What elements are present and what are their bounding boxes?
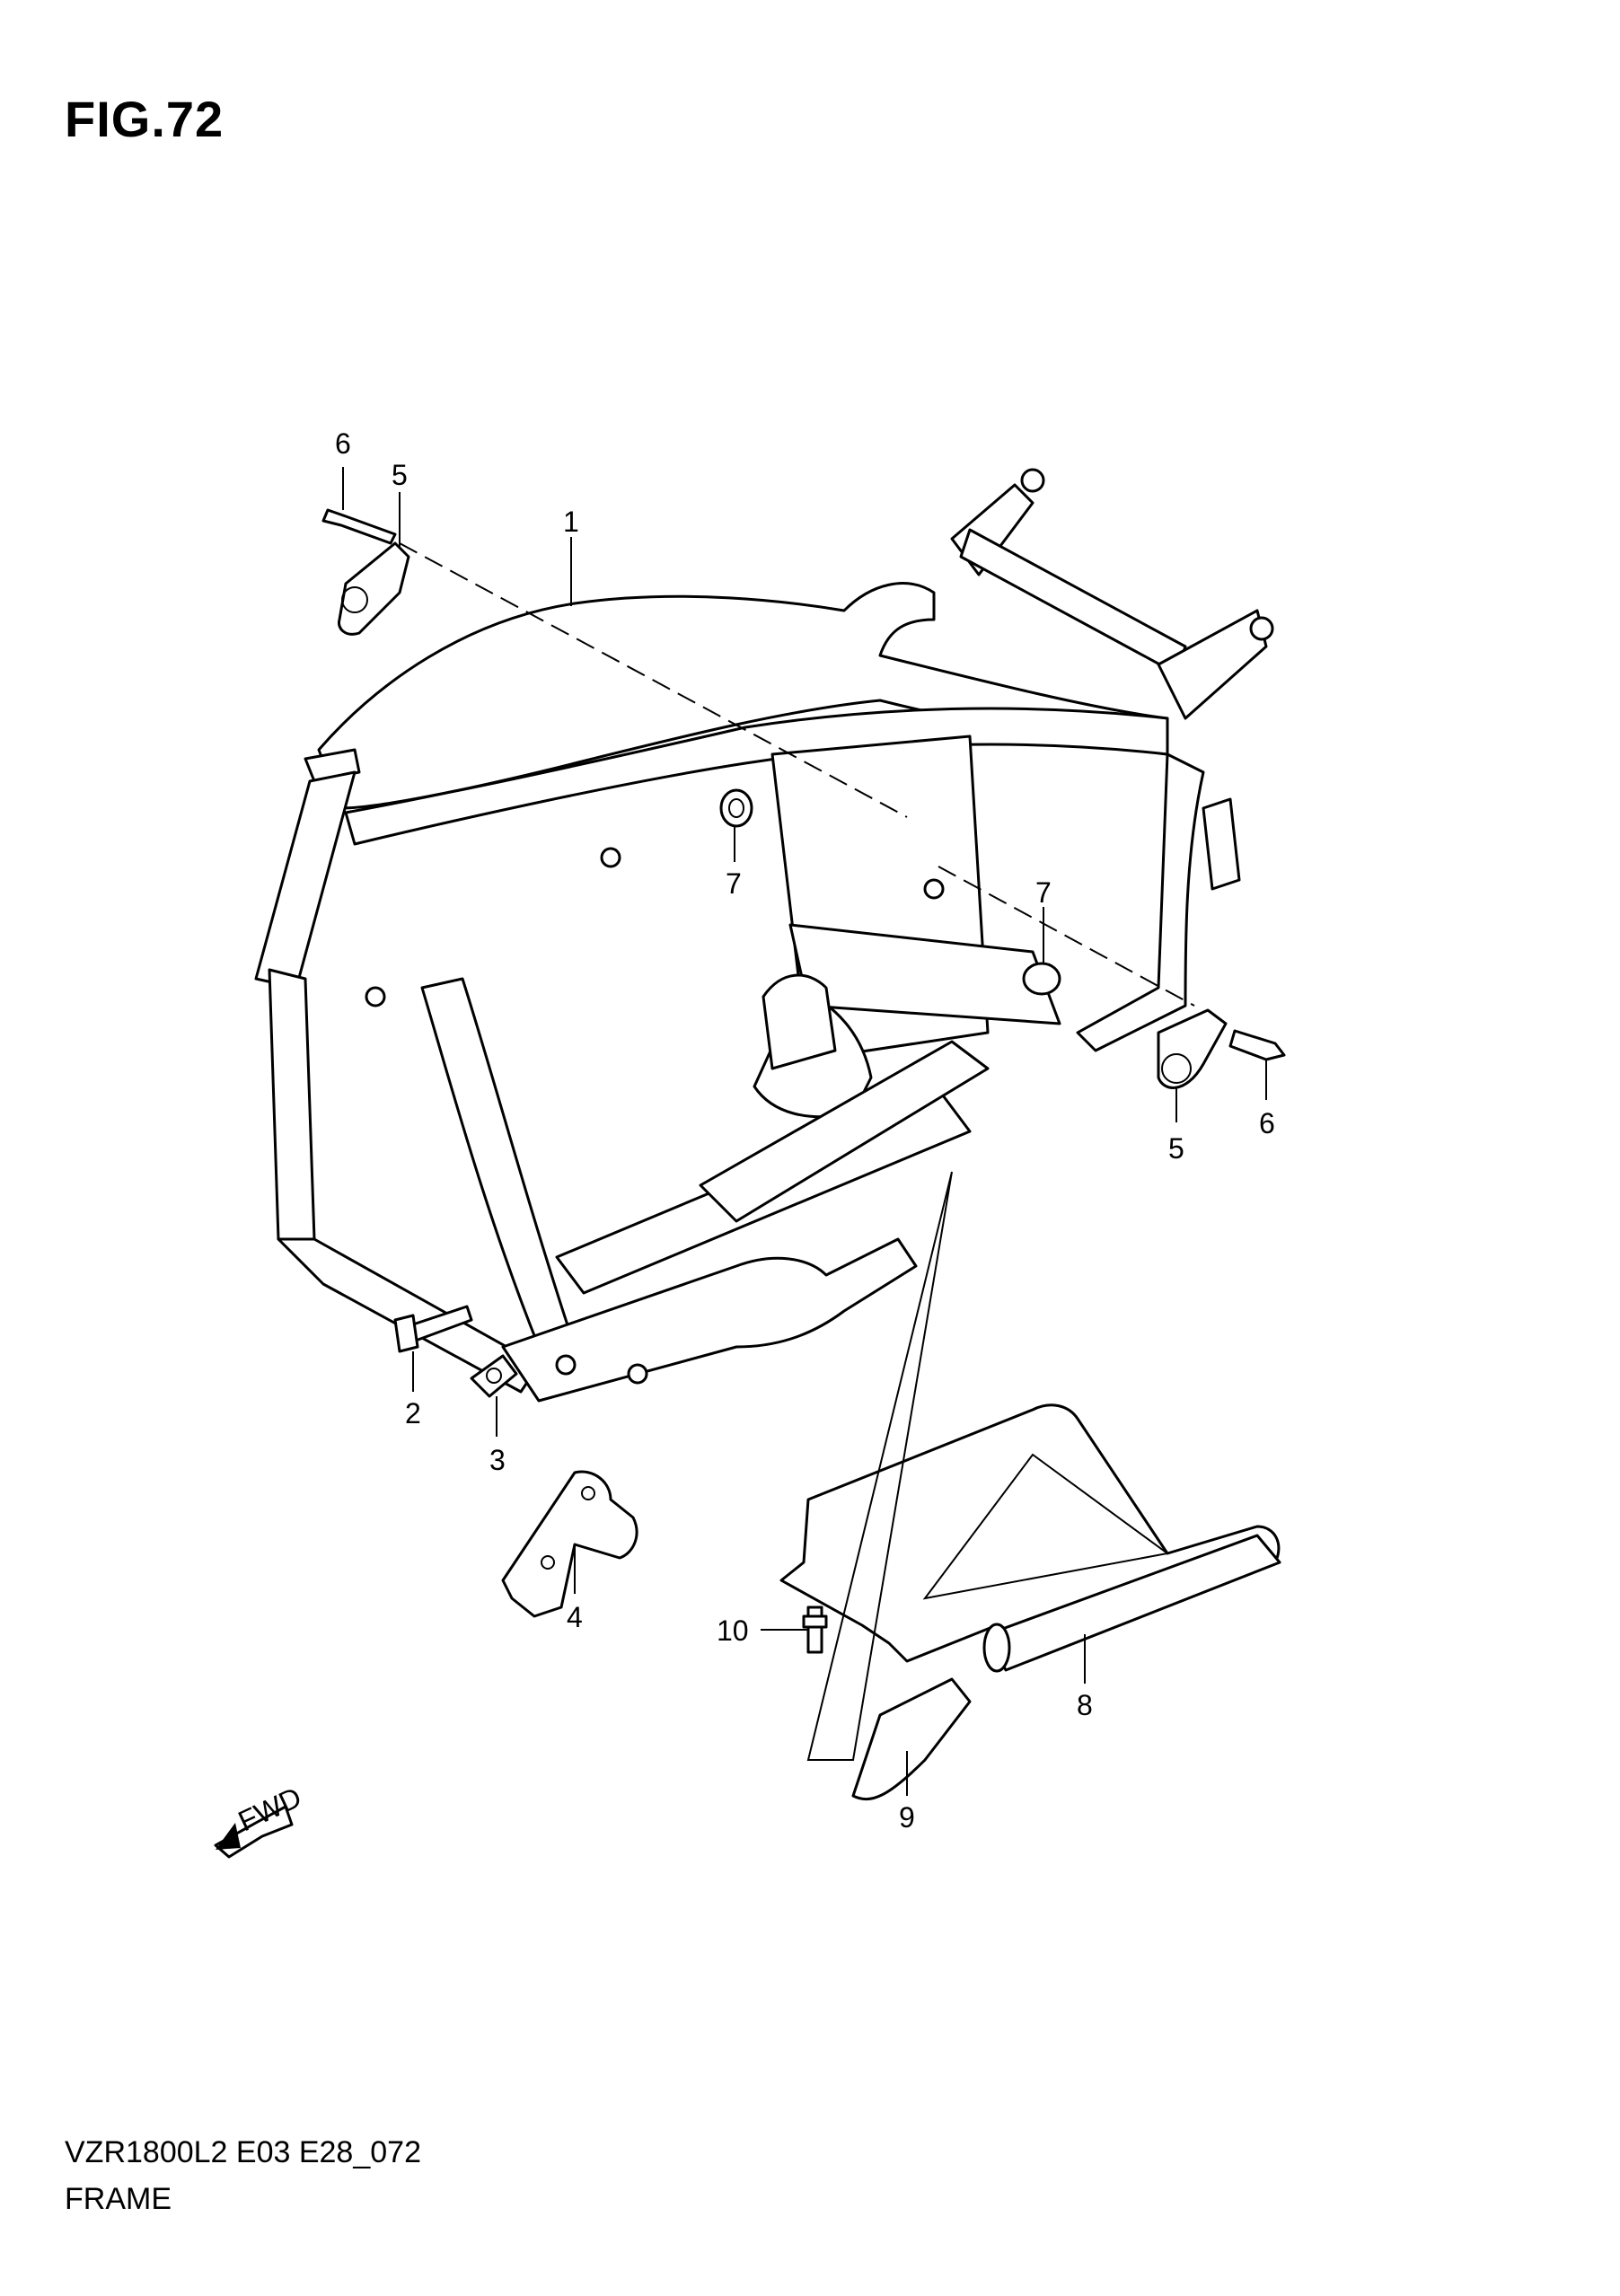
frame-battery-tray	[762, 973, 837, 1070]
frame-shock-mount	[1157, 609, 1268, 720]
callout-7-center: 7	[726, 867, 742, 900]
callout-1: 1	[563, 506, 579, 538]
grommet-7-center	[719, 788, 753, 828]
frame-right-rear-tube	[1076, 752, 1205, 1052]
callout-7-right: 7	[1035, 876, 1052, 909]
frame-boss-6	[1020, 468, 1045, 493]
nut-3	[470, 1354, 518, 1398]
frame-boss-1	[365, 986, 386, 1007]
frame-boss-5	[627, 1363, 648, 1385]
cover-9	[851, 1677, 972, 1801]
callout-5-lower: 5	[1168, 1132, 1184, 1165]
callout-3: 3	[489, 1444, 506, 1476]
assembly-line-rear-lower	[938, 866, 1195, 1007]
callout-6-lower: 6	[1259, 1107, 1275, 1139]
frame-assembly	[254, 468, 1274, 1403]
callout-8: 8	[1077, 1689, 1093, 1721]
bolt-6-upper	[321, 508, 397, 545]
frame-bottom-cradle	[501, 1237, 918, 1403]
fwd-arrow-icon	[214, 1805, 294, 1859]
guard-8	[779, 1403, 1281, 1673]
frame-head-pipe	[254, 770, 357, 990]
callout-9: 9	[899, 1801, 915, 1834]
callout-4: 4	[567, 1601, 583, 1633]
grommet-7-right	[1022, 962, 1061, 996]
assembly-line-rear-upper	[399, 542, 908, 818]
figure-title: FIG.72	[65, 91, 225, 147]
callout-10: 10	[717, 1614, 749, 1647]
diagram-code: VZR1800L2 E03 E28_072	[65, 2135, 421, 2169]
callout-2: 2	[405, 1397, 421, 1430]
bracket-5-upper	[337, 541, 410, 636]
callout-5-upper: 5	[392, 459, 408, 491]
screw-10	[802, 1605, 828, 1654]
frame-top-cross-tube	[959, 528, 1187, 675]
callout-6-upper: 6	[335, 427, 351, 460]
bracket-4	[501, 1470, 638, 1618]
bolt-6-lower	[1228, 1029, 1286, 1061]
bolt-2	[393, 1305, 473, 1353]
frame-boss-4	[555, 1354, 577, 1376]
frame-boss-7	[1249, 616, 1274, 641]
frame-boss-3	[923, 878, 945, 900]
frame-boss-2	[600, 847, 621, 868]
frame-center-diagonal	[420, 977, 577, 1349]
frame-front-downtube	[268, 968, 316, 1241]
frame-side-bracket	[1202, 797, 1241, 891]
diagram-name: FRAME	[65, 2182, 172, 2216]
explode-guide-line	[806, 1171, 953, 1761]
frame-bottom-mount	[699, 1040, 990, 1223]
bracket-5-lower	[1157, 1008, 1228, 1089]
frame-upper-tube	[317, 582, 1169, 810]
